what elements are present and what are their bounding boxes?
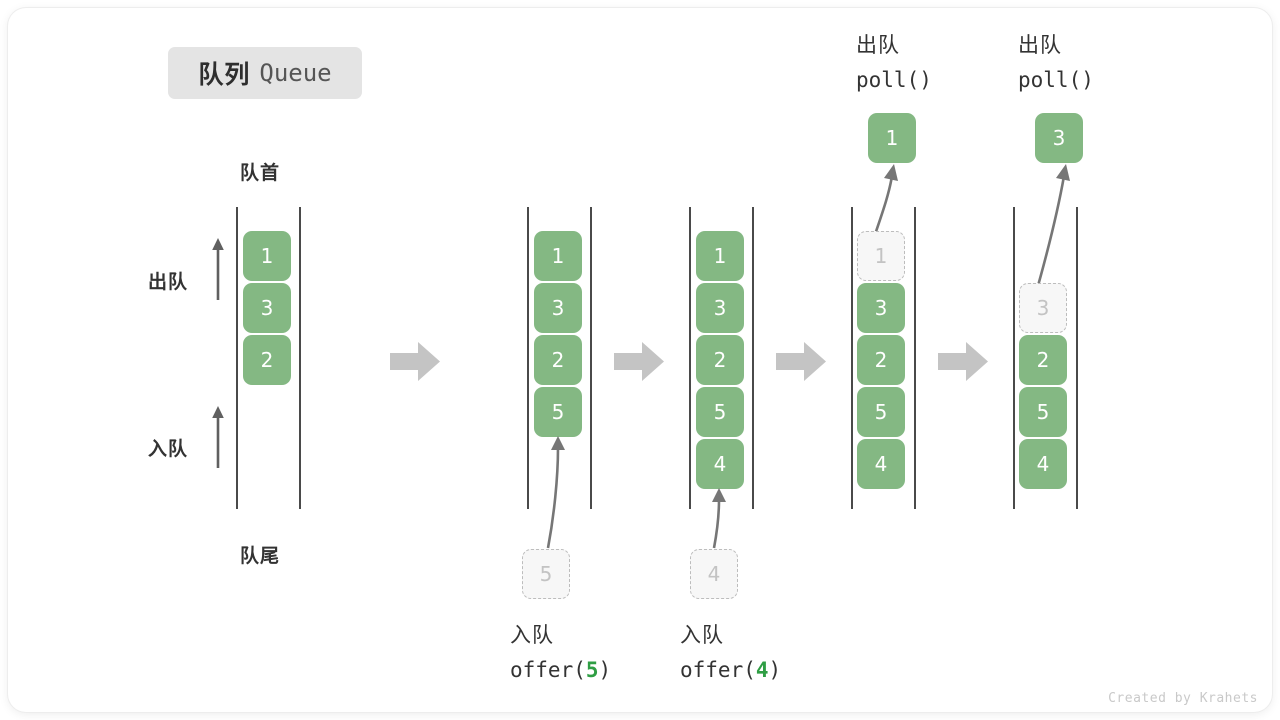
dequeue-flow-arrow: [1032, 164, 1070, 301]
queue-cell-new: 5: [534, 387, 582, 437]
code-arg: 5: [585, 658, 599, 682]
queue-cell: 4: [1019, 439, 1067, 489]
enqueue-flow-arrow: [712, 488, 726, 549]
operation-label-code: poll(): [856, 68, 932, 92]
operation-label-poll-1: 出队 poll(): [856, 28, 932, 98]
code-arg: 4: [755, 658, 769, 682]
code-prefix: offer(: [510, 658, 586, 682]
queue-rail-left-1: [236, 207, 238, 509]
queue-cell: 3: [696, 283, 744, 333]
transition-arrow-icon: [390, 342, 440, 381]
queue-cell: 2: [1019, 335, 1067, 385]
operation-label-offer-5: 入队 offer(5): [510, 618, 611, 688]
queue-cell: 2: [857, 335, 905, 385]
dequeue-side-label: 出队: [148, 271, 189, 293]
code-suffix: ): [598, 658, 612, 682]
queue-rail-right-1: [299, 207, 301, 509]
queue-rail-left-5: [1013, 207, 1015, 509]
transition-arrow-icon: [776, 342, 826, 381]
operation-label-cn: 入队: [680, 623, 724, 647]
operation-label-offer-4: 入队 offer(4): [680, 618, 781, 688]
incoming-element-ghost: 5: [522, 549, 570, 599]
queue-cell: 4: [857, 439, 905, 489]
queue-cell: 3: [534, 283, 582, 333]
popped-element: 3: [1035, 113, 1083, 163]
operation-label-poll-3: 出队 poll(): [1018, 28, 1094, 98]
code-prefix: offer(: [680, 658, 756, 682]
queue-rail-right-2: [590, 207, 592, 509]
queue-cell: 3: [857, 283, 905, 333]
queue-cell: 5: [1019, 387, 1067, 437]
incoming-element-ghost: 4: [690, 549, 738, 599]
queue-head-label: 队首: [240, 162, 281, 184]
title-en: Queue: [259, 59, 332, 87]
operation-label-cn: 入队: [510, 623, 554, 647]
enqueue-direction-arrow: [212, 406, 224, 468]
enqueue-flow-arrow: [546, 436, 565, 549]
credit-text: Created by Krahets: [1108, 691, 1258, 706]
transition-arrow-icon: [938, 342, 988, 381]
title-badge: 队列 Queue: [168, 47, 362, 99]
diagram-card: 队列 Queue 队首 1 3 2 出队 入队 队尾 1 3 2 5 5 入队 …: [8, 8, 1272, 712]
queue-cell-new: 4: [696, 439, 744, 489]
enqueue-side-label: 入队: [148, 438, 189, 460]
transition-arrow-icon: [614, 342, 664, 381]
queue-tail-label: 队尾: [240, 545, 281, 567]
popped-element: 1: [868, 113, 916, 163]
title-cn: 队列: [198, 60, 251, 89]
queue-cell: 1: [696, 231, 744, 281]
operation-label-cn: 出队: [856, 33, 900, 57]
queue-rail-right-5: [1076, 207, 1078, 509]
queue-cell: 2: [696, 335, 744, 385]
queue-cell: 5: [696, 387, 744, 437]
queue-cell: 1: [243, 231, 291, 281]
operation-label-code: offer(5): [510, 653, 611, 688]
dequeue-direction-arrow: [212, 238, 224, 300]
queue-cell: 5: [857, 387, 905, 437]
queue-rail-left-2: [527, 207, 529, 509]
queue-rail-left-3: [689, 207, 691, 509]
removed-element-ghost: 3: [1019, 283, 1067, 333]
queue-cell: 1: [534, 231, 582, 281]
queue-cell: 2: [534, 335, 582, 385]
operation-label-cn: 出队: [1018, 33, 1062, 57]
queue-rail-right-3: [752, 207, 754, 509]
operation-label-code: offer(4): [680, 653, 781, 688]
queue-cell: 2: [243, 335, 291, 385]
queue-cell: 3: [243, 283, 291, 333]
diagram-stage: 队列 Queue 队首 1 3 2 出队 入队 队尾 1 3 2 5 5 入队 …: [8, 8, 1272, 712]
queue-rail-right-4: [914, 207, 916, 509]
queue-rail-left-4: [851, 207, 853, 509]
removed-element-ghost: 1: [857, 231, 905, 281]
code-suffix: ): [768, 658, 782, 682]
operation-label-code: poll(): [1018, 68, 1094, 92]
